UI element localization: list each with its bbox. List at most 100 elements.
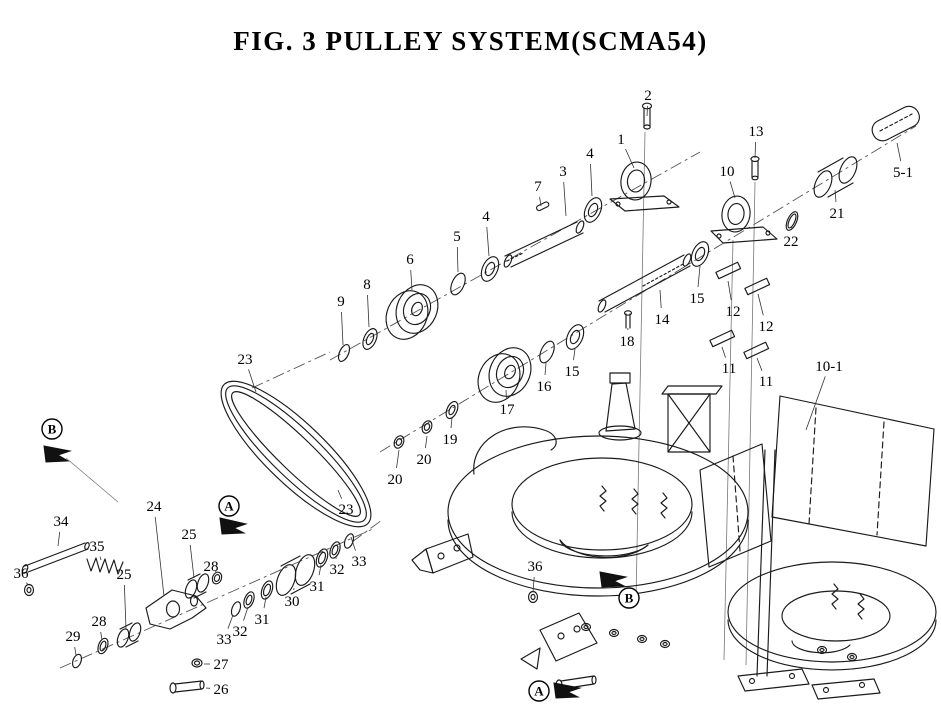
leader-line bbox=[74, 646, 77, 656]
part-label-31: 31 bbox=[255, 612, 270, 628]
leader-line bbox=[756, 357, 763, 371]
leader-line bbox=[99, 556, 102, 561]
assembly-flag-icon bbox=[43, 445, 72, 463]
leader-line bbox=[486, 226, 490, 257]
part-label-15: 15 bbox=[565, 364, 580, 380]
leader-line bbox=[189, 544, 195, 579]
assembly-alignment-lines bbox=[65, 131, 756, 666]
leader-line bbox=[625, 148, 635, 169]
washer-32-right bbox=[329, 541, 341, 559]
snap-ring-16 bbox=[539, 340, 555, 364]
part-label-26: 26 bbox=[214, 682, 230, 698]
part-label-27: 27 bbox=[214, 657, 230, 673]
part-label-7: 7 bbox=[534, 179, 542, 195]
leader-line bbox=[729, 181, 736, 199]
leader-line bbox=[646, 105, 648, 117]
spring-35 bbox=[86, 557, 124, 575]
bearing-15-left bbox=[565, 324, 585, 350]
part-label-13: 13 bbox=[749, 124, 764, 140]
figure-title: FIG. 3 PULLEY SYSTEM(SCMA54) bbox=[233, 26, 708, 56]
v-belt-23 bbox=[220, 380, 372, 528]
leader-line bbox=[214, 570, 217, 573]
ring-28-lower bbox=[97, 637, 109, 655]
nut-20-left bbox=[393, 435, 405, 449]
part-label-5-1: 5-1 bbox=[893, 165, 913, 181]
part-label-29: 29 bbox=[66, 629, 81, 645]
leader-line bbox=[727, 280, 732, 301]
leader-line bbox=[350, 536, 356, 551]
collar-25-lower bbox=[116, 622, 142, 648]
washer-19 bbox=[445, 400, 459, 420]
leader-line bbox=[337, 489, 343, 500]
leader-line bbox=[410, 269, 413, 291]
part-label-4: 4 bbox=[482, 209, 490, 225]
part-label-11: 11 bbox=[722, 361, 736, 377]
leader-line bbox=[896, 142, 902, 162]
assembly-flag-icon bbox=[599, 571, 628, 588]
part-label-15: 15 bbox=[690, 291, 705, 307]
leader-line bbox=[248, 369, 257, 393]
part-label-14: 14 bbox=[655, 312, 671, 328]
leader-line bbox=[834, 189, 837, 203]
leader-line bbox=[456, 246, 459, 273]
part-label-10: 10 bbox=[720, 164, 735, 180]
shaft-14 bbox=[597, 253, 692, 313]
part-label-16: 16 bbox=[537, 379, 553, 395]
key-7 bbox=[535, 201, 550, 212]
spacer-30 bbox=[275, 554, 316, 596]
part-label-12: 12 bbox=[726, 304, 741, 320]
part-label-3: 3 bbox=[559, 164, 567, 180]
view-marker-A: A bbox=[218, 495, 240, 517]
leader-line bbox=[532, 576, 535, 593]
part-label-32: 32 bbox=[233, 624, 248, 640]
rod-34 bbox=[21, 542, 90, 574]
part-label-34: 34 bbox=[54, 514, 70, 530]
leader-line bbox=[450, 417, 453, 429]
part-label-24: 24 bbox=[147, 499, 163, 515]
part-label-11: 11 bbox=[759, 374, 773, 390]
part-label-1: 1 bbox=[617, 132, 625, 148]
bearing-bracket-10 bbox=[710, 195, 778, 244]
part-label-22: 22 bbox=[784, 234, 799, 250]
leader-line bbox=[544, 362, 547, 376]
part-label-30: 30 bbox=[285, 594, 300, 610]
svg-text:A: A bbox=[534, 684, 544, 699]
assembly-flag-icon bbox=[219, 517, 248, 535]
clip-33-right bbox=[343, 533, 355, 549]
part-label-12: 12 bbox=[759, 319, 774, 335]
svg-text:B: B bbox=[48, 422, 57, 437]
part-label-35: 35 bbox=[90, 539, 105, 555]
leader-line bbox=[425, 435, 428, 449]
leader-line bbox=[263, 596, 267, 609]
deck-assembly bbox=[411, 372, 881, 700]
washer-9 bbox=[337, 344, 351, 362]
washer-32-left bbox=[243, 591, 255, 609]
part-label-25: 25 bbox=[182, 527, 197, 543]
part-label-18: 18 bbox=[620, 334, 635, 350]
part-label-28: 28 bbox=[92, 614, 107, 630]
part-label-25: 25 bbox=[117, 567, 132, 583]
part-label-23: 23 bbox=[339, 502, 354, 518]
part-label-33: 33 bbox=[352, 554, 367, 570]
guard-plates-10-1 bbox=[699, 395, 935, 568]
view-marker-B: B bbox=[618, 587, 640, 609]
leader-line bbox=[100, 631, 103, 641]
nut-36-left bbox=[23, 583, 35, 597]
svg-text:A: A bbox=[224, 499, 234, 514]
ring-29 bbox=[71, 653, 83, 669]
leader-line bbox=[697, 265, 701, 288]
nut-36-right bbox=[527, 590, 539, 604]
part-label-31: 31 bbox=[310, 579, 325, 595]
bolt-26 bbox=[169, 680, 205, 694]
bearing-15-right bbox=[690, 241, 710, 267]
part-label-4: 4 bbox=[586, 146, 594, 162]
leader-line bbox=[721, 346, 726, 358]
leader-line bbox=[805, 376, 826, 431]
part-label-21: 21 bbox=[830, 206, 845, 222]
nut-27 bbox=[191, 658, 203, 668]
leader-line bbox=[154, 516, 165, 597]
part-label-9: 9 bbox=[337, 294, 345, 310]
pulley-17 bbox=[477, 347, 532, 403]
